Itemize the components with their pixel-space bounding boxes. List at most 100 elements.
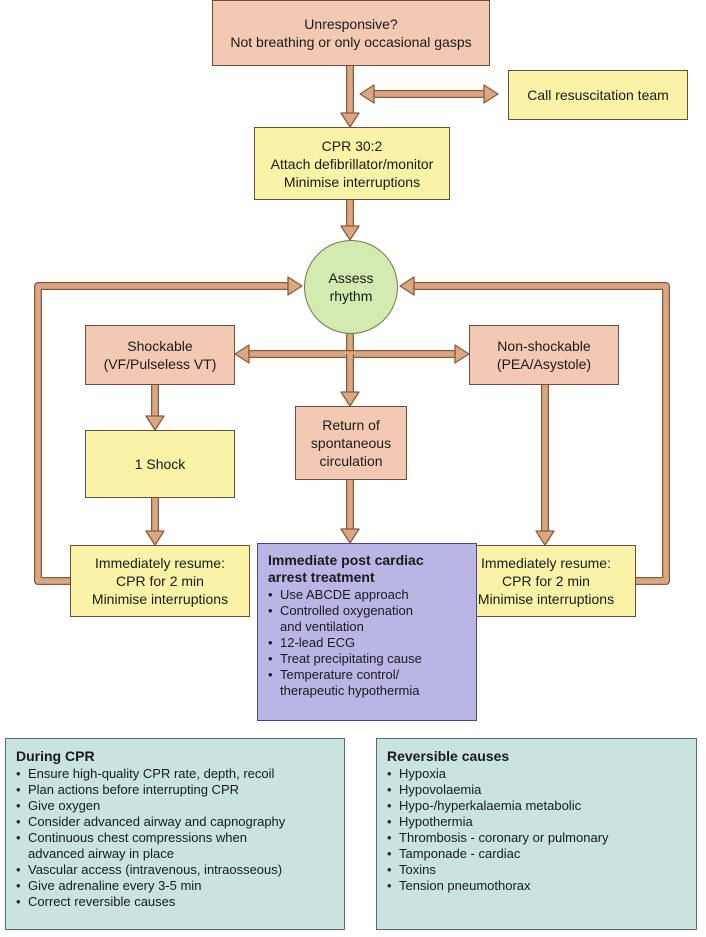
text-line: Immediate post cardiac — [268, 552, 424, 568]
text-line: Return of — [322, 417, 380, 433]
text-line: (PEA/Asystole) — [496, 356, 592, 372]
text-line: CPR for 2 min — [116, 573, 204, 589]
list-item-line: Thrombosis - coronary or pulmonary — [399, 830, 609, 845]
text-line: Immediately resume: — [481, 555, 611, 571]
list-item: Use ABCDE approach — [268, 587, 422, 603]
arrow-loop-left-shaft — [35, 283, 290, 584]
list-item: Correct reversible causes — [16, 894, 285, 910]
list-item: Continuous chest compressions whenadvanc… — [16, 830, 285, 862]
list-item: Tension pneumothorax — [387, 878, 609, 894]
during-cpr-panel: During CPR Ensure high-quality CPR rate,… — [5, 738, 345, 930]
text-line: (VF/Pulseless VT) — [103, 356, 217, 372]
text-line: CPR 30:2 — [321, 137, 383, 154]
text-line: rhythm — [329, 288, 373, 304]
list-item-line: advanced airway in place — [28, 846, 174, 861]
list-item-line: Treat precipitating cause — [280, 651, 422, 666]
list-item: Hypo-/hyperkalaemia metabolic — [387, 798, 609, 814]
unresponsive-box: Unresponsive? Not breathing or only occas… — [212, 0, 490, 66]
list-item-line: Toxins — [399, 862, 436, 877]
list-item: Hypoxia — [387, 766, 609, 782]
text-line: 1 Shock — [134, 456, 186, 472]
list-item: Tamponade - cardiac — [387, 846, 609, 862]
list-item-line: Give oxygen — [28, 798, 101, 813]
text-line: Minimise interruptions — [91, 591, 229, 607]
list-item: Consider advanced airway and capnography — [16, 814, 285, 830]
list-item-line: Consider advanced airway and capnography — [28, 814, 286, 829]
rosc-box: Return of spontaneous circulation — [295, 406, 407, 480]
assess-rhythm-circle: Assess rhythm — [304, 240, 398, 334]
list-item-line: Temperature control/ — [280, 667, 400, 682]
post-arrest-list: Use ABCDE approachControlled oxygenation… — [268, 587, 422, 699]
list-item-line: Hypo-/hyperkalaemia metabolic — [399, 798, 582, 813]
list-item-line: Plan actions before interrupting CPR — [28, 782, 240, 797]
text-line: Non-shockable — [497, 338, 591, 354]
list-item-line: 12-lead ECG — [280, 635, 356, 650]
list-item-line: and ventilation — [280, 619, 364, 634]
arrow-to-non-shockable-head — [454, 344, 470, 364]
text-line: arrest treatment — [268, 569, 375, 585]
reversible-causes-list: HypoxiaHypovolaemiaHypo-/hyperkalaemia m… — [387, 766, 609, 894]
arrow-call-team-left-head — [359, 84, 375, 104]
list-item: 12-lead ECG — [268, 635, 422, 651]
list-item: Hypovolaemia — [387, 782, 609, 798]
arrow-rosc-to-post-head — [340, 528, 360, 544]
text-line: CPR for 2 min — [502, 573, 590, 589]
list-item-line: Tension pneumothorax — [399, 878, 531, 893]
text-line: Call resuscitation team — [527, 87, 669, 103]
text-line: Minimise interruptions — [283, 173, 421, 190]
list-item-line: Correct reversible causes — [28, 894, 176, 909]
list-item: Give adrenaline every 3-5 min — [16, 878, 285, 894]
list-item: Treat precipitating cause — [268, 651, 422, 667]
text-line: circulation — [319, 453, 383, 469]
list-item-line: Vascular access (intravenous, intraosseo… — [28, 862, 283, 877]
text-line: Unresponsive? — [304, 16, 398, 32]
call-team-box: Call resuscitation team — [508, 70, 688, 120]
arrow-cpr-to-assess-head — [340, 225, 360, 241]
list-item-line: Give adrenaline every 3-5 min — [28, 878, 202, 893]
reversible-causes-heading: Reversible causes — [387, 748, 510, 764]
text-line: Shockable — [127, 338, 193, 354]
text-line: Minimise interruptions — [477, 591, 615, 607]
arrow-shock-to-resume-head — [145, 530, 165, 546]
arrow-shockable-to-shock-head — [145, 415, 165, 431]
shockable-box: Shockable (VF/Pulseless VT) — [85, 325, 235, 385]
list-item: Plan actions before interrupting CPR — [16, 782, 285, 798]
arrow-loop-right-head — [399, 276, 415, 296]
text-line: Assess — [328, 270, 374, 286]
arrow-unresponsive-to-cpr-head — [340, 112, 360, 128]
text-line: Attach defibrillator/monitor — [270, 155, 434, 172]
list-item-line: therapeutic hypothermia — [280, 683, 420, 698]
list-item: Toxins — [387, 862, 609, 878]
list-item: Give oxygen — [16, 798, 285, 814]
list-item-line: Hypoxia — [399, 766, 446, 781]
text-line: Immediately resume: — [95, 555, 225, 571]
list-item-line: Use ABCDE approach — [280, 587, 409, 602]
arrow-to-shockable-head — [234, 344, 250, 364]
list-item-line: Tamponade - cardiac — [399, 846, 521, 861]
list-item: Hypothermia — [387, 814, 609, 830]
list-item-line: Controlled oxygenation — [280, 603, 413, 618]
list-item: Thrombosis - coronary or pulmonary — [387, 830, 609, 846]
arrow-loop-right-shaft — [412, 283, 669, 584]
list-item: Ensure high-quality CPR rate, depth, rec… — [16, 766, 285, 782]
list-item-line: Hypothermia — [399, 814, 473, 829]
shock-box: 1 Shock — [85, 430, 235, 498]
non-shockable-box: Non-shockable (PEA/Asystole) — [469, 325, 619, 385]
text-line: spontaneous — [310, 435, 392, 451]
arrow-non-shockable-to-resume-head — [535, 530, 555, 546]
during-cpr-heading: During CPR — [16, 748, 95, 764]
arrow-call-team-right-head — [483, 84, 499, 104]
reversible-causes-panel: Reversible causes HypoxiaHypovolaemiaHyp… — [376, 738, 697, 930]
arrow-to-rosc-head — [340, 391, 360, 407]
list-item-line: Hypovolaemia — [399, 782, 482, 797]
arrow-loop-left-head — [287, 276, 303, 296]
list-item-line: Ensure high-quality CPR rate, depth, rec… — [28, 766, 275, 781]
text-line: Not breathing or only occasional gasps — [230, 34, 472, 50]
